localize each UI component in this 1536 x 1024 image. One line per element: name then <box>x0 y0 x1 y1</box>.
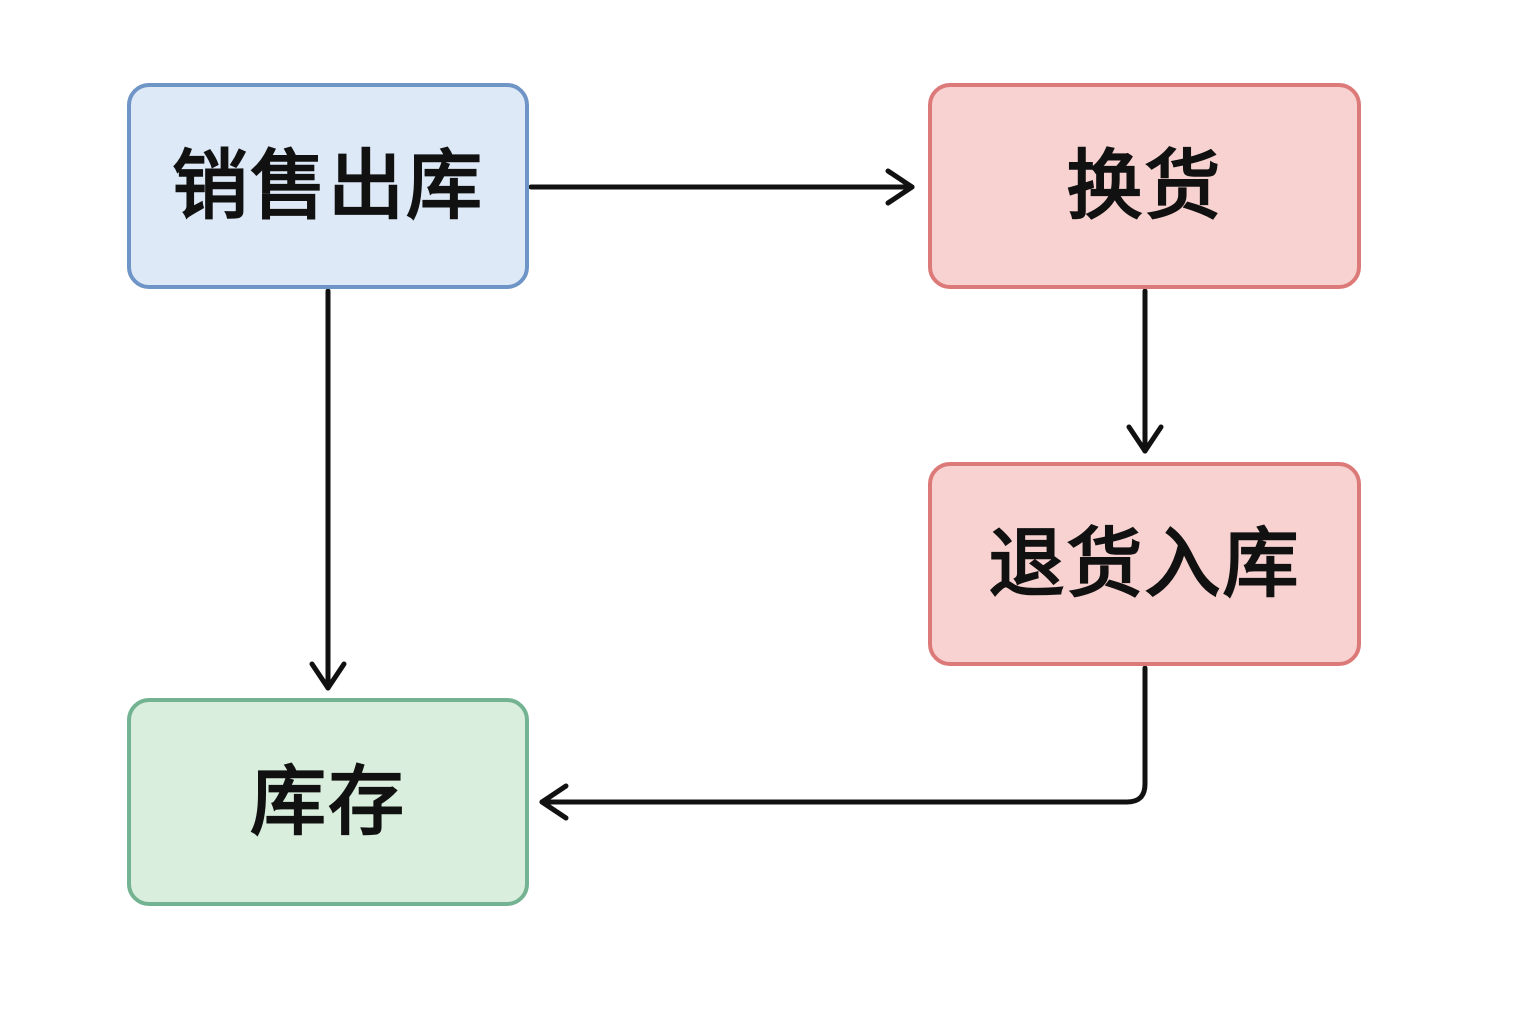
node-sales-outbound-label: 销售出库 <box>172 141 484 230</box>
arrow-sales-to-inventory <box>309 288 347 691</box>
node-exchange[interactable]: 换货 <box>928 83 1361 289</box>
arrow-sales-to-exchange <box>528 168 915 206</box>
arrow-exchange-to-return <box>1126 288 1164 454</box>
node-sales-outbound[interactable]: 销售出库 <box>127 83 529 289</box>
node-return-inbound-label: 退货入库 <box>988 519 1301 608</box>
node-inventory-label: 库存 <box>250 757 406 846</box>
node-return-inbound[interactable]: 退货入库 <box>928 462 1361 666</box>
node-inventory[interactable]: 库存 <box>127 698 529 906</box>
node-exchange-label: 换货 <box>1066 141 1223 230</box>
arrow-return-to-inventory <box>539 665 1148 821</box>
